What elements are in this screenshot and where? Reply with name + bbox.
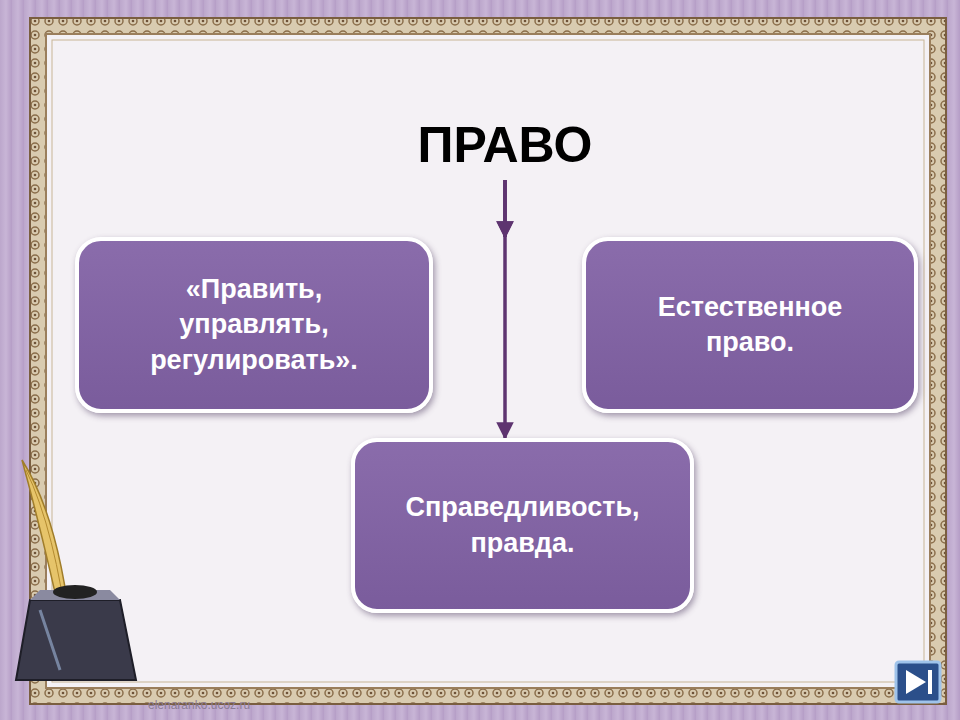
arrow-connector xyxy=(503,180,507,438)
quill-inkwell xyxy=(16,460,136,680)
box-text: «Править, управлять, регулировать». xyxy=(134,272,374,377)
process-box: Справедливость, правда. xyxy=(351,438,694,613)
box-text: Справедливость, правда. xyxy=(377,490,668,560)
box-text: Естественное право. xyxy=(620,290,880,360)
process-box: «Править, управлять, регулировать». xyxy=(75,237,433,413)
title-node: ПРАВО xyxy=(405,110,605,180)
frame-inner-line xyxy=(52,40,924,682)
watermark: elenaranko.ucoz.ru xyxy=(148,698,250,712)
content-panel xyxy=(46,34,930,688)
title-text: ПРАВО xyxy=(418,116,593,174)
frame-ornament xyxy=(30,18,946,704)
nav-button xyxy=(896,662,940,702)
process-box: Естественное право. xyxy=(582,237,918,413)
